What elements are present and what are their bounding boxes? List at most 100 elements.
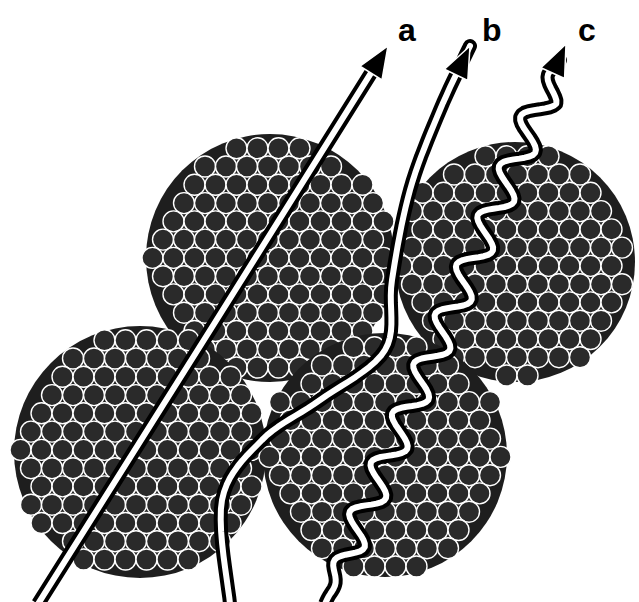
particle xyxy=(496,292,517,313)
particle xyxy=(115,330,136,351)
particle xyxy=(268,321,289,342)
particle xyxy=(105,385,126,406)
particle xyxy=(168,494,189,515)
particle xyxy=(322,520,343,541)
particle xyxy=(184,247,205,268)
particle xyxy=(268,357,289,378)
particle xyxy=(301,483,322,504)
particle xyxy=(63,385,84,406)
path-arrows xyxy=(38,44,566,602)
particle xyxy=(247,138,268,159)
particle xyxy=(105,348,126,369)
particle xyxy=(157,549,178,570)
particle xyxy=(538,182,559,203)
particle xyxy=(559,292,580,313)
particle xyxy=(559,329,580,350)
particle xyxy=(42,494,63,515)
particle xyxy=(396,538,417,559)
particle xyxy=(528,347,549,368)
particle xyxy=(115,549,136,570)
particle xyxy=(178,549,199,570)
particle xyxy=(163,247,184,268)
particle xyxy=(591,237,612,258)
particle xyxy=(163,211,184,232)
particle xyxy=(301,446,322,467)
particle xyxy=(549,310,570,331)
particle xyxy=(10,439,31,460)
particle xyxy=(549,274,570,295)
particle xyxy=(469,410,490,431)
particle xyxy=(279,156,300,177)
particle xyxy=(448,410,469,431)
particle xyxy=(216,156,237,177)
arrow-outline xyxy=(325,60,560,602)
particle xyxy=(210,421,231,442)
particle xyxy=(199,439,220,460)
particle xyxy=(63,421,84,442)
particle xyxy=(363,266,384,287)
particle xyxy=(396,465,417,486)
particle xyxy=(580,219,601,240)
particle xyxy=(528,164,549,185)
particle xyxy=(528,310,549,331)
particle xyxy=(354,428,375,449)
particle xyxy=(258,302,279,323)
particle xyxy=(94,549,115,570)
particle xyxy=(343,410,364,431)
particle xyxy=(258,193,279,214)
particle xyxy=(289,247,310,268)
particle xyxy=(517,219,538,240)
particle xyxy=(31,439,52,460)
particle xyxy=(168,531,189,552)
particle xyxy=(549,164,570,185)
particle xyxy=(601,255,622,276)
particle xyxy=(42,421,63,442)
particle xyxy=(444,201,465,222)
particle xyxy=(331,247,352,268)
arrow-head xyxy=(360,46,388,80)
particle xyxy=(136,476,157,497)
particle xyxy=(52,366,73,387)
particle xyxy=(301,520,322,541)
particle xyxy=(438,392,459,413)
particle xyxy=(363,193,384,214)
particle xyxy=(454,182,475,203)
path-label: c xyxy=(578,14,596,46)
particle xyxy=(300,266,321,287)
arrow-head xyxy=(541,44,566,79)
particle xyxy=(417,465,438,486)
particle xyxy=(247,357,268,378)
particle xyxy=(342,302,363,323)
particle xyxy=(448,520,469,541)
particle xyxy=(199,366,220,387)
particle xyxy=(136,330,157,351)
particle xyxy=(601,292,622,313)
particle xyxy=(342,266,363,287)
particle xyxy=(549,237,570,258)
particle xyxy=(94,403,115,424)
arrow-core xyxy=(325,60,560,602)
particle xyxy=(496,255,517,276)
particle xyxy=(247,174,268,195)
particle xyxy=(21,458,42,479)
particle xyxy=(115,366,136,387)
particle xyxy=(136,366,157,387)
particle xyxy=(268,174,289,195)
particle xyxy=(364,556,385,577)
particle xyxy=(480,392,501,413)
particle xyxy=(289,138,310,159)
particle xyxy=(333,465,354,486)
particle xyxy=(321,229,342,250)
particle xyxy=(469,446,490,467)
particle xyxy=(459,392,480,413)
particle xyxy=(375,538,396,559)
particle xyxy=(417,501,438,522)
particle xyxy=(184,284,205,305)
particle xyxy=(580,255,601,276)
particle xyxy=(195,193,216,214)
particle xyxy=(189,458,210,479)
particle xyxy=(84,458,105,479)
particle xyxy=(94,330,115,351)
particle xyxy=(490,446,511,467)
